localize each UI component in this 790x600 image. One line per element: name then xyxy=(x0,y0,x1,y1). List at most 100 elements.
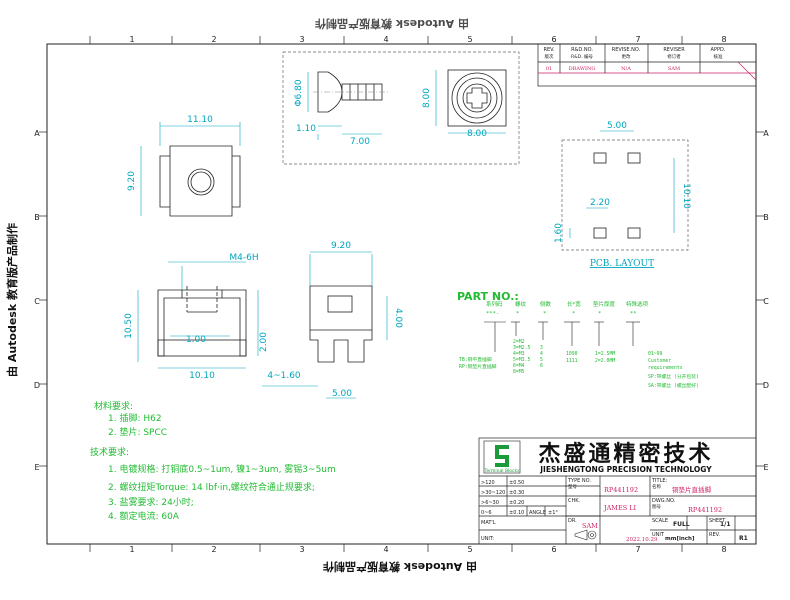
opt-size-1: 1111 xyxy=(566,358,578,364)
tol-value-2: ±0.20 xyxy=(509,500,524,506)
dim-square-height: 8.00 xyxy=(422,88,432,108)
tech-item-3: 4. 额定电流: 60A xyxy=(108,510,180,522)
title-block-values: RP441192 铜垫片直插脚 JAMES LI RP441192 SAM 20… xyxy=(582,485,722,543)
opt-thread-2: 4=M3 xyxy=(513,351,525,357)
projection-symbol-icon xyxy=(574,529,597,541)
rev-header-2-cn: 更改 xyxy=(622,53,631,60)
opt-special-4: SA:带螺丝 (螺丝配好) xyxy=(648,382,699,389)
grid-col-top-8: 8 xyxy=(721,35,726,44)
tol-value-3: ±0.10 xyxy=(509,510,524,516)
title-label: TITLE: xyxy=(651,478,668,484)
opt-special-1: Customer xyxy=(648,358,671,364)
dim-front-base: 10.10 xyxy=(189,371,215,381)
rev-header-3-cn: 修订者 xyxy=(667,53,681,60)
tol-range-3: 0~6 xyxy=(481,510,492,516)
grid-col-top-2: 2 xyxy=(211,35,216,44)
grid-col-top-5: 5 xyxy=(467,35,472,44)
tech-item-0: 1. 电镀规格: 打铜底0.5~1um, 镍1~3um, 雾锡3~5um xyxy=(108,463,336,475)
rev-cell-revise: N/A xyxy=(621,66,631,72)
grid-col-top-3: 3 xyxy=(299,35,304,44)
dim-front-leg: 2.00 xyxy=(259,332,269,352)
pcb-layout-frame xyxy=(561,139,689,251)
mat-label: MAT'L xyxy=(481,520,496,526)
grid-col-top-4: 4 xyxy=(383,35,388,44)
tol-value-0: ±0.50 xyxy=(509,480,524,486)
rev-label: REV. xyxy=(709,532,720,538)
dim-pcb-pad-x: 2.20 xyxy=(590,198,610,208)
part-no-options: TB:铜平直插脚 RP:铜垫片直插脚 2=M2 3=M2.5 4=M3 5=M3… xyxy=(459,339,699,389)
scale-label: SCALE xyxy=(652,518,668,524)
dim-front-height: 10.50 xyxy=(124,313,134,339)
part-no-leaders xyxy=(484,321,640,352)
grid-row-left-E: E xyxy=(34,463,39,472)
sheet-label: SHEET xyxy=(709,518,726,524)
rev-header-4-cn: 核准 xyxy=(714,53,723,60)
opt-sides-3: 6 xyxy=(540,363,543,369)
washer-top-view xyxy=(159,145,241,217)
opt-thick-1: 2=2.0MM xyxy=(595,358,615,364)
grid-col-bottom-6: 6 xyxy=(551,545,556,554)
grid-col-top-7: 7 xyxy=(635,35,640,44)
grid-row-left-C: C xyxy=(34,297,40,306)
part-no-code-0: ***- xyxy=(486,311,499,317)
part-no-header-4: 垫片厚度 xyxy=(593,300,616,308)
dr-value: SAM xyxy=(582,522,598,530)
grid-col-top-6: 6 xyxy=(551,35,556,44)
tol-range-0: >120 xyxy=(481,480,495,486)
opt-thread-0: 2=M2 xyxy=(513,339,525,345)
screw-assembly-frame xyxy=(282,51,520,165)
angle-value: ±1° xyxy=(548,510,558,516)
opt-sides-0: 3 xyxy=(540,345,543,351)
opt-thread-3: 5=M3.5 xyxy=(513,357,530,363)
unit2-label: UNIT xyxy=(652,532,665,538)
opt-sides-1: 4 xyxy=(540,351,543,357)
dim-side-height: 4.00 xyxy=(393,308,403,328)
grid-ticks xyxy=(39,36,764,552)
grid-row-left-B: B xyxy=(34,213,40,222)
autodesk-stamp-bottom: 由 Autodesk 教育版产品制作 xyxy=(323,560,478,573)
part-no-code-1: * xyxy=(516,311,519,317)
company-logo: Terminal Blocks xyxy=(484,440,521,474)
front-dim-lines xyxy=(137,261,259,369)
rev-value: R1 xyxy=(739,535,748,542)
scale-value: FULL xyxy=(673,521,690,528)
pcb-dim-lines xyxy=(569,130,675,238)
pcb-pads xyxy=(593,152,641,239)
tol-range-1: >30~120 xyxy=(481,490,505,496)
tech-title: 技术要求: xyxy=(90,446,129,458)
screw-dim-lines xyxy=(307,72,382,140)
revision-table xyxy=(537,43,757,87)
date-value: 2022.10.29 xyxy=(626,537,658,543)
part-no-header-5: 特殊选项 xyxy=(626,300,649,308)
dr-label: DR. xyxy=(568,518,577,524)
part-no-headers: 系列码 螺纹 侧数 长*宽 垫片厚度 特殊选项 xyxy=(486,300,649,308)
tech-item-2: 3. 盐雾要求: 24小时; xyxy=(108,496,194,508)
grid-col-bottom-3: 3 xyxy=(299,545,304,554)
chk-label: CHK. xyxy=(568,498,581,504)
dim-pcb-pad-y: 1.60 xyxy=(554,223,564,243)
angle-label: ANGLE xyxy=(529,510,546,516)
autodesk-stamp-left: 由 Autodesk 教育版产品制作 xyxy=(6,223,19,378)
sheet-border xyxy=(46,43,757,545)
rev-cell-rev: 01 xyxy=(546,66,552,72)
opt-sides-2: 5 xyxy=(540,357,543,363)
dim-screw-diameter: Φ6.80 xyxy=(294,79,304,106)
sheet-value: 1/1 xyxy=(720,521,731,528)
opt-thread-4: 6=M4 xyxy=(513,363,525,369)
dim-screw-head: 1.10 xyxy=(296,124,316,134)
part-no-code: ***- * * * * ** xyxy=(486,311,637,317)
dim-pcb-pitch-y: 10.10 xyxy=(681,183,691,209)
rev-header-1: R&D.NO. xyxy=(571,47,593,53)
side-view xyxy=(309,285,373,363)
opt-special-2: requirements xyxy=(648,365,683,371)
grid-col-bottom-8: 8 xyxy=(721,545,726,554)
rev-cell-rd: DRAWING xyxy=(569,66,596,72)
grid-row-right-A: A xyxy=(763,129,769,138)
opt-series-0: TB:铜平直插脚 xyxy=(459,356,492,363)
grid-col-bottom-7: 7 xyxy=(635,545,640,554)
material-item-1: 2. 垫片: SPCC xyxy=(108,426,167,438)
screw-side-view xyxy=(313,71,388,113)
dwg-label: DWG.NO. xyxy=(652,498,676,504)
grid-col-bottom-1: 1 xyxy=(129,545,134,554)
